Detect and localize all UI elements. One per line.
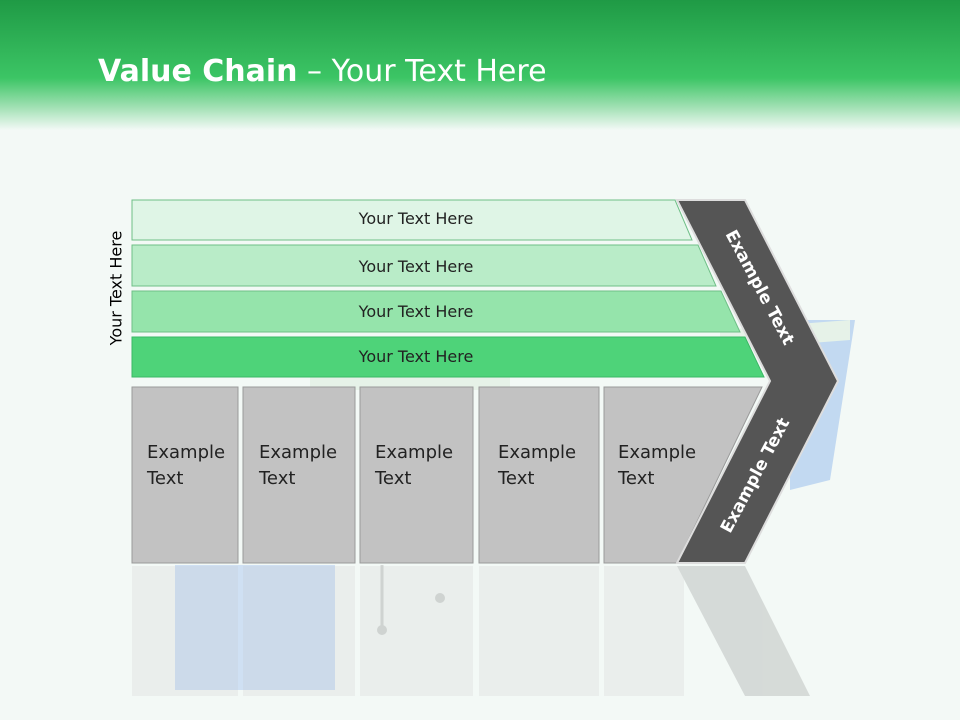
title-bold: Value Chain — [98, 54, 298, 89]
box-3-line2: Text — [375, 468, 412, 489]
box-4-line1: Example — [498, 442, 577, 463]
reflection-box-3 — [360, 566, 473, 696]
page-title: Value Chain – Your Text Here — [98, 54, 547, 89]
bar-1-label: Your Text Here — [358, 209, 474, 228]
reflection-box-2 — [243, 566, 355, 696]
box-3-text: Example Text — [375, 440, 453, 492]
bg-blue-block — [175, 565, 335, 690]
bar-2 — [131, 244, 717, 287]
box-1 — [131, 386, 239, 564]
title-rest: – Your Text Here — [297, 54, 547, 89]
boxes-reflection — [132, 566, 810, 696]
box-4-line2: Text — [498, 468, 535, 489]
bar-4 — [131, 336, 765, 378]
bg-chair-wheel-2 — [435, 593, 445, 603]
box-5-text: Example Text — [618, 440, 696, 492]
box-2 — [242, 386, 356, 564]
box-3-line1: Example — [375, 442, 454, 463]
chevron-arrow — [675, 199, 840, 564]
box-2-line2: Text — [259, 468, 296, 489]
box-5-line2: Text — [618, 468, 655, 489]
bar-2-label: Your Text Here — [358, 257, 474, 276]
reflection-box-1 — [132, 566, 238, 696]
box-2-text: Example Text — [259, 440, 337, 492]
bar-3-label: Your Text Here — [358, 302, 474, 321]
box-2-line1: Example — [259, 442, 338, 463]
header-band — [0, 0, 960, 130]
bg-chair-wheel — [377, 625, 387, 635]
box-5-line1: Example — [618, 442, 697, 463]
box-4-text: Example Text — [498, 440, 576, 492]
bar-1 — [131, 199, 693, 241]
box-1-line1: Example — [147, 442, 226, 463]
reflection-chevron — [677, 566, 810, 696]
box-1-text: Example Text — [147, 440, 225, 492]
reflection-box-4 — [479, 566, 599, 696]
reflection-box-5 — [604, 566, 684, 696]
box-1-line2: Text — [147, 468, 184, 489]
bar-4-label: Your Text Here — [358, 347, 474, 366]
bar-3 — [131, 290, 741, 333]
box-4 — [478, 386, 600, 564]
box-3 — [359, 386, 474, 564]
